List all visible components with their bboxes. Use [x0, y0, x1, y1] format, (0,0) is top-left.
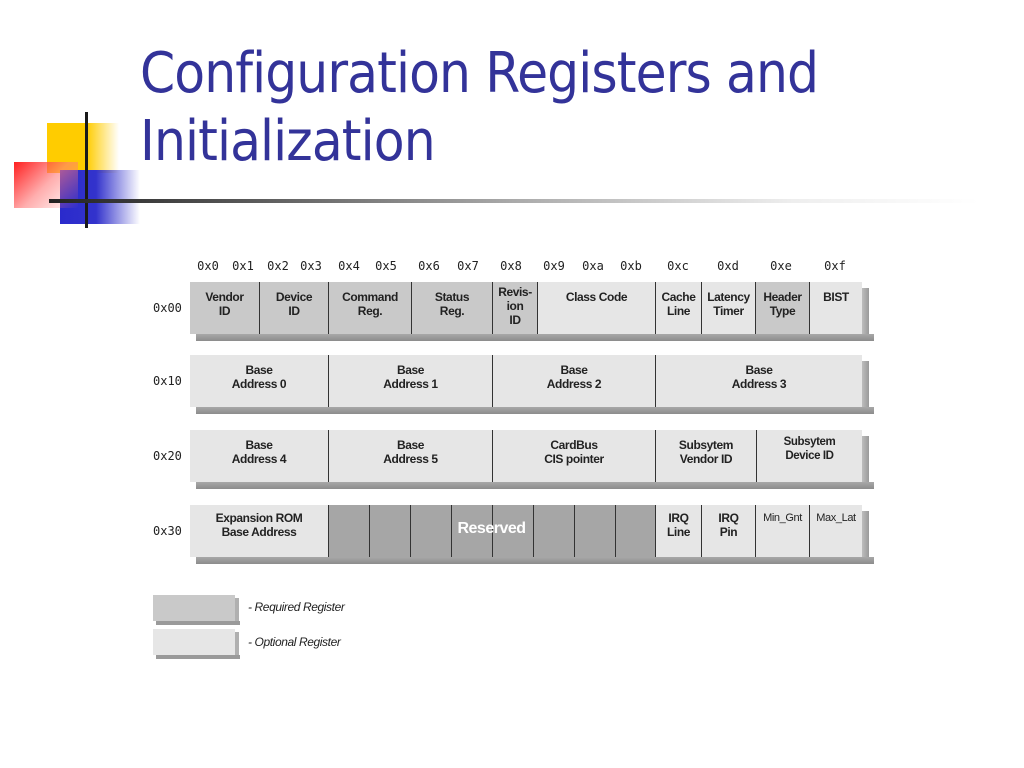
offset-label: 0x1	[232, 259, 254, 273]
register-expansion-rom: Expansion ROM Base Address	[190, 505, 328, 557]
register-base-address-3: Base Address 3	[655, 355, 862, 407]
register-device-id: Device ID	[259, 282, 328, 334]
row-offset-label: 0x30	[153, 524, 182, 538]
offset-label: 0xe	[770, 259, 792, 273]
register-cardbus-cis-pointer: CardBus CIS pointer	[492, 430, 655, 482]
register-base-address-4: Base Address 4	[190, 430, 328, 482]
legend-swatch-optional	[153, 629, 240, 659]
row-offset-label: 0x00	[153, 301, 182, 315]
register-subsystem-device-id: Subsytem Device ID	[756, 430, 862, 482]
register-row-0x30: Expansion ROM Base Address Reserved IRQ …	[190, 505, 874, 564]
reserved-byte	[533, 505, 574, 557]
register-revision-id: Revis- ion ID	[492, 282, 537, 334]
register-cache-line: Cache Line	[655, 282, 701, 334]
legend-label-required: - Required Register	[248, 600, 345, 614]
offset-label: 0x5	[375, 259, 397, 273]
row-offset-label: 0x20	[153, 449, 182, 463]
legend-swatch-required	[153, 595, 240, 625]
legend-label-optional: - Optional Register	[248, 635, 341, 649]
offset-label: 0xc	[667, 259, 689, 273]
offset-label: 0xd	[717, 259, 739, 273]
register-base-address-1: Base Address 1	[328, 355, 492, 407]
offset-label: 0x4	[338, 259, 360, 273]
register-latency-timer: Latency Timer	[701, 282, 755, 334]
offset-label: 0x3	[300, 259, 322, 273]
reserved-byte	[451, 505, 492, 557]
offset-label: 0xb	[620, 259, 642, 273]
register-row-0x00: Vendor ID Device ID Command Reg. Status …	[190, 282, 874, 341]
register-base-address-5: Base Address 5	[328, 430, 492, 482]
register-irq-line: IRQ Line	[655, 505, 701, 557]
register-status: Status Reg.	[411, 282, 492, 334]
register-reserved: Reserved	[328, 505, 655, 557]
register-header-type: Header Type	[755, 282, 809, 334]
reserved-byte	[574, 505, 615, 557]
slide-title: Configuration Registers and Initializati…	[140, 41, 819, 174]
register-bist: BIST	[809, 282, 862, 334]
offset-label: 0x7	[457, 259, 479, 273]
row-offset-label: 0x10	[153, 374, 182, 388]
offset-label: 0x6	[418, 259, 440, 273]
register-max-lat: Max_Lat	[809, 505, 862, 557]
offset-label: 0x8	[500, 259, 522, 273]
logo-vertical-line	[85, 112, 88, 228]
register-row-0x20: Base Address 4 Base Address 5 CardBus CI…	[190, 430, 874, 489]
register-vendor-id: Vendor ID	[190, 282, 259, 334]
reserved-byte	[369, 505, 410, 557]
offset-label: 0x2	[267, 259, 289, 273]
register-base-address-0: Base Address 0	[190, 355, 328, 407]
offset-label: 0xf	[824, 259, 846, 273]
offset-label: 0x0	[197, 259, 219, 273]
reserved-byte	[410, 505, 451, 557]
register-command: Command Reg.	[328, 282, 411, 334]
offset-label: 0xa	[582, 259, 604, 273]
register-base-address-2: Base Address 2	[492, 355, 655, 407]
reserved-byte	[615, 505, 655, 557]
register-subsystem-vendor-id: Subsytem Vendor ID	[655, 430, 756, 482]
title-underline	[49, 199, 979, 203]
register-row-0x10: Base Address 0 Base Address 1 Base Addre…	[190, 355, 874, 414]
register-irq-pin: IRQ Pin	[701, 505, 755, 557]
reserved-byte	[328, 505, 369, 557]
reserved-byte	[492, 505, 533, 557]
offset-label: 0x9	[543, 259, 565, 273]
register-min-gnt: Min_Gnt	[755, 505, 809, 557]
register-class-code: Class Code	[537, 282, 655, 334]
